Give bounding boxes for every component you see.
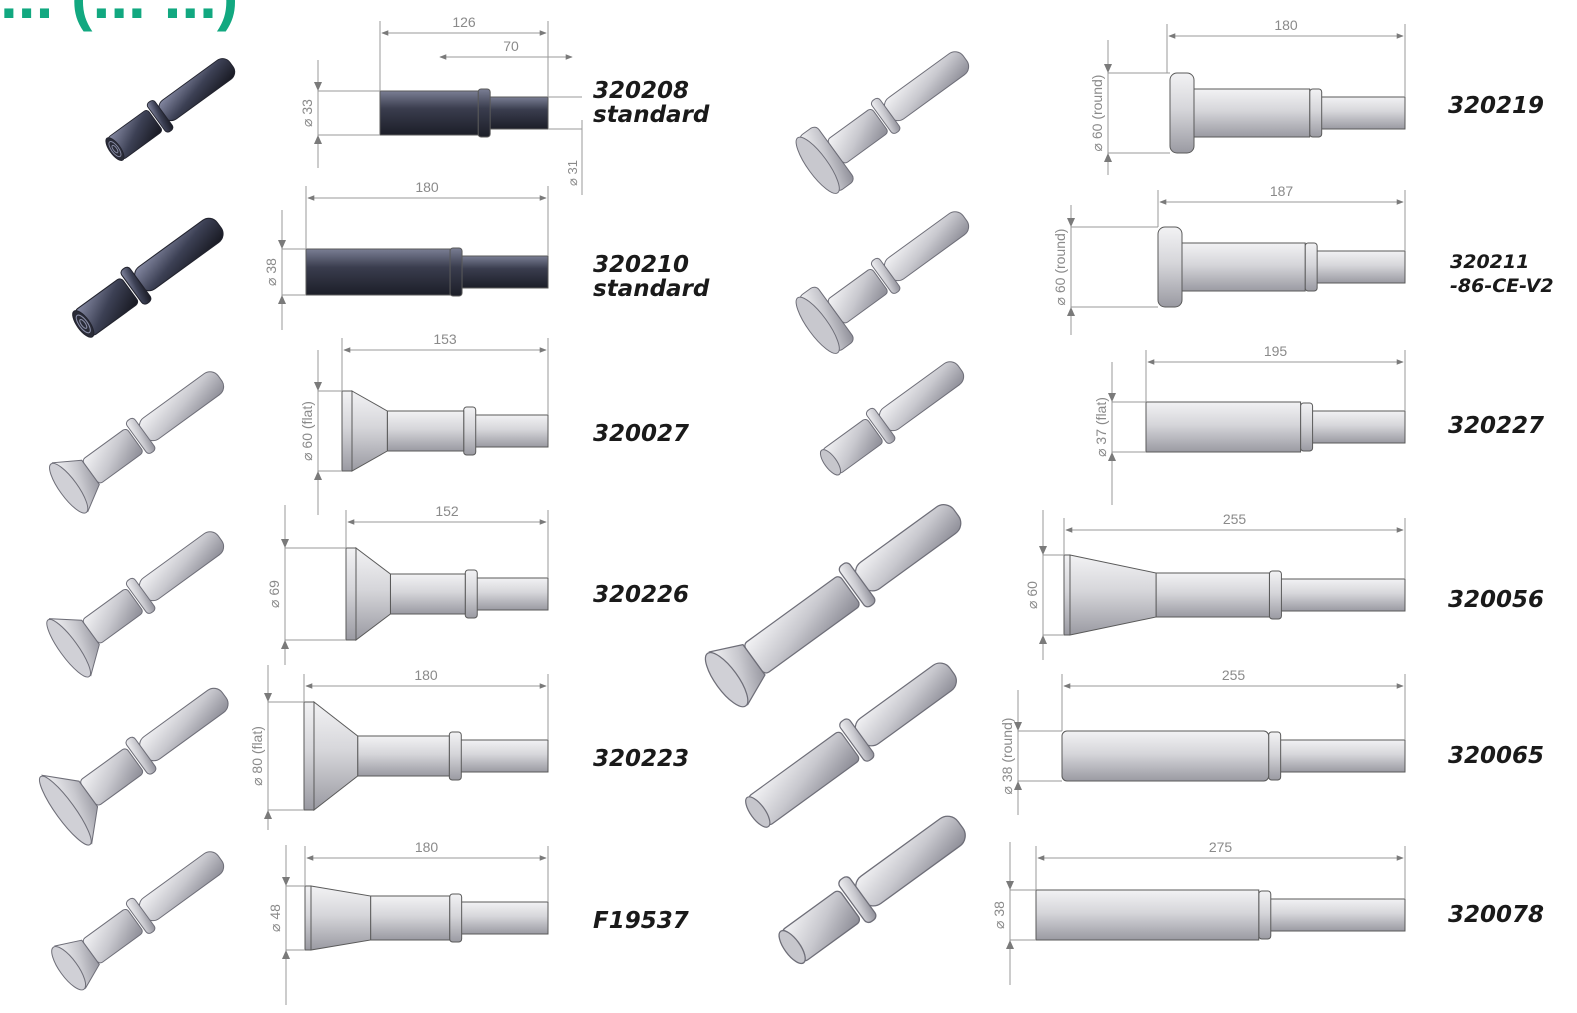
length-dimension: 152	[435, 503, 459, 519]
length-dimension: 180	[1274, 17, 1298, 33]
diameter-dimension: ⌀ 60 (round)	[1089, 75, 1105, 152]
part-number-label: standard	[593, 102, 710, 128]
tool-section-view: 180 ⌀ 80 (flat)	[249, 665, 549, 830]
length-dimension: 195	[1264, 343, 1288, 359]
length-dimension: 255	[1222, 667, 1246, 683]
length-dimension: 126	[452, 14, 476, 30]
tool-3d-view	[72, 217, 224, 338]
diameter-dimension: ⌀ 37 (flat)	[1093, 397, 1109, 457]
tool-section-view: 180 ⌀ 60 (round)	[1089, 17, 1406, 175]
tool-section-view: 187 ⌀ 60 (round)	[1052, 183, 1406, 335]
length-dimension: 187	[1270, 183, 1294, 199]
tool-3d-view	[745, 662, 957, 828]
part-number-label: 320223	[593, 746, 689, 772]
part-number-label: 320208	[593, 78, 689, 104]
tool-3d-view	[49, 371, 225, 514]
part-number-label: 320078	[1448, 902, 1544, 928]
part-number-label: 320211	[1450, 251, 1529, 273]
part-number-label: 320219	[1448, 93, 1544, 119]
tool-section-view: 153 ⌀ 60 (flat)	[299, 331, 549, 515]
tool-section-view: 275 ⌀ 38	[991, 839, 1406, 985]
part-number-label: 320065	[1448, 743, 1544, 769]
part-number-label: F19537	[593, 908, 689, 934]
tool-section-view: 152 ⌀ 69	[266, 503, 549, 665]
page-title: ... (... ...)	[0, 0, 1577, 32]
tool-section-view: 255 ⌀ 60	[1024, 510, 1406, 660]
tool-section-view: 195 ⌀ 37 (flat)	[1093, 343, 1406, 505]
part-number-label: 320226	[593, 582, 689, 608]
length-dimension: 180	[414, 667, 438, 683]
diameter-dimension: ⌀ 60 (round)	[1052, 229, 1068, 306]
tool-3d-view	[46, 531, 225, 678]
diameter-dimension: ⌀ 60 (flat)	[299, 401, 315, 461]
tool-3d-view	[51, 851, 225, 991]
part-number-label: 320027	[593, 421, 689, 447]
tool-3d-view	[704, 504, 962, 708]
secondary-diameter-dimension: ⌀ 31	[565, 160, 580, 186]
length-dimension: 180	[415, 179, 439, 195]
length-dimension: 255	[1223, 511, 1247, 527]
diameter-dimension: ⌀ 69	[266, 580, 282, 608]
part-number-label: 320210	[593, 252, 689, 278]
length-dimension: 153	[433, 331, 457, 347]
tool-3d-view	[795, 51, 970, 194]
part-number-label: 320056	[1448, 587, 1544, 613]
tool-section-view: 180 ⌀ 38	[263, 179, 549, 330]
length-dimension: 180	[415, 839, 439, 855]
diameter-dimension: ⌀ 33	[299, 99, 315, 127]
diameter-dimension: ⌀ 38	[991, 901, 1007, 929]
tool-section-view: 126 70 ⌀ 33 ⌀ 31	[299, 14, 583, 195]
diameter-dimension: ⌀ 60	[1024, 581, 1040, 609]
part-number-label: 320227	[1448, 413, 1544, 439]
diameter-dimension: ⌀ 38 (round)	[999, 718, 1015, 795]
part-number-label: standard	[593, 276, 710, 302]
diameter-dimension: ⌀ 80 (flat)	[249, 726, 265, 786]
part-number-label: -86-CE-V2	[1450, 275, 1554, 297]
tool-3d-view	[795, 211, 970, 354]
tool-3d-view	[778, 815, 966, 965]
tool-section-view: 180 ⌀ 48	[267, 839, 549, 1005]
tool-section-view: 255 ⌀ 38 (round)	[999, 667, 1406, 815]
tool-3d-view	[105, 58, 236, 161]
diameter-dimension: ⌀ 38	[263, 258, 279, 286]
tool-3d-view	[38, 687, 229, 846]
secondary-length-dimension: 70	[503, 38, 519, 54]
length-dimension: 275	[1209, 839, 1233, 855]
tool-3d-view	[819, 361, 965, 476]
diameter-dimension: ⌀ 48	[267, 904, 283, 932]
